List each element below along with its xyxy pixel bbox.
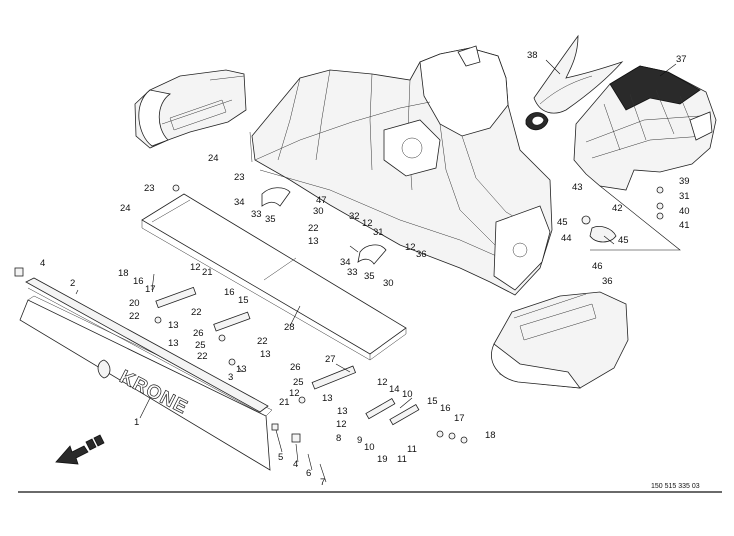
callout-12: 12: [405, 242, 416, 253]
callout-28: 28: [284, 322, 295, 333]
callout-22: 22: [129, 311, 140, 322]
callout-22: 22: [257, 336, 268, 347]
callout-16: 16: [224, 287, 235, 298]
callout-4: 4: [40, 258, 45, 269]
right-side-guard: [491, 291, 629, 389]
callout-14: 14: [389, 384, 400, 395]
callout-2: 2: [70, 278, 75, 289]
callout-22: 22: [191, 307, 202, 318]
callout-24: 24: [120, 203, 131, 214]
callout-13: 13: [260, 349, 271, 360]
cover-37: [573, 65, 717, 191]
callout-13: 13: [168, 320, 179, 331]
callout-17: 17: [145, 284, 156, 295]
callout-12: 12: [336, 419, 347, 430]
drawing-number: 150 515 335 03: [651, 483, 700, 490]
callout-35: 35: [265, 214, 276, 225]
callout-38: 38: [527, 50, 538, 61]
handle-bracket: [525, 112, 549, 131]
callout-1: 1: [134, 417, 139, 428]
callout-43: 43: [572, 182, 583, 193]
callout-6: 6: [306, 468, 311, 479]
callout-3: 3: [228, 372, 233, 383]
callout-11: 11: [407, 444, 417, 455]
callout-33: 33: [251, 209, 262, 220]
callout-15: 15: [238, 295, 249, 306]
callout-18: 18: [118, 268, 129, 279]
callout-40: 40: [679, 206, 690, 217]
callout-31: 31: [373, 227, 384, 238]
callout-46: 46: [592, 261, 603, 272]
callout-18: 18: [485, 430, 496, 441]
callout-32: 32: [349, 211, 360, 222]
callout-25: 25: [293, 377, 304, 388]
callout-20: 20: [129, 298, 140, 309]
callout-13: 13: [322, 393, 333, 404]
callout-26: 26: [290, 362, 301, 373]
callout-42: 42: [612, 203, 623, 214]
callout-45: 45: [557, 217, 568, 228]
callout-41: 41: [679, 220, 690, 231]
callout-44: 44: [561, 233, 572, 244]
callout-13: 13: [168, 338, 179, 349]
callout-39: 39: [679, 176, 690, 187]
callout-10: 10: [402, 389, 413, 400]
callout-36: 36: [416, 249, 427, 260]
callout-8: 8: [336, 433, 341, 444]
travel-direction-arrow: [55, 434, 105, 465]
callout-23: 23: [144, 183, 155, 194]
callout-24: 24: [208, 153, 219, 164]
callout-10: 10: [364, 442, 375, 453]
rubber-strip-2: [25, 277, 269, 415]
callout-19: 19: [377, 454, 388, 465]
callout-25: 25: [195, 340, 206, 351]
callout-7: 7: [320, 477, 325, 488]
main-frame-housing: [249, 45, 553, 296]
skid-plate-28: [141, 193, 407, 361]
callout-17: 17: [454, 413, 465, 424]
leader-lines: [75, 59, 681, 483]
callout-31: 31: [679, 191, 690, 202]
callout-12: 12: [377, 377, 388, 388]
callout-13: 13: [308, 236, 319, 247]
callout-33: 33: [347, 267, 358, 278]
callout-36: 36: [602, 276, 613, 287]
callout-37: 37: [676, 54, 687, 65]
cover-38: [533, 34, 624, 114]
callout-34: 34: [234, 197, 245, 208]
callout-15: 15: [427, 396, 438, 407]
callout-12: 12: [190, 262, 201, 273]
callout-13: 13: [337, 406, 348, 417]
small-hardware: [14, 184, 664, 444]
callout-11: 11: [397, 454, 407, 465]
part-callouts: 38 37 24 23 23 24 34 33 35 47 30 22 13 3…: [40, 50, 690, 488]
callout-45: 45: [618, 235, 629, 246]
callout-27: 27: [325, 354, 336, 365]
callout-13: 13: [236, 364, 247, 375]
callout-30: 30: [383, 278, 394, 289]
callout-35: 35: [364, 271, 375, 282]
callout-26: 26: [193, 328, 204, 339]
callout-5: 5: [278, 452, 283, 463]
callout-4: 4: [293, 459, 298, 470]
left-side-guard: [134, 69, 247, 149]
callout-22: 22: [197, 351, 208, 362]
callout-16: 16: [440, 403, 451, 414]
callout-16: 16: [133, 276, 144, 287]
callout-30: 30: [313, 206, 324, 217]
callout-12: 12: [289, 388, 300, 399]
callout-21: 21: [279, 397, 290, 408]
callout-9: 9: [357, 435, 362, 446]
callout-21: 21: [202, 267, 213, 278]
callout-34: 34: [340, 257, 351, 268]
callout-47: 47: [316, 195, 327, 206]
callout-22: 22: [308, 223, 319, 234]
callout-12: 12: [362, 218, 373, 229]
callout-23: 23: [234, 172, 245, 183]
